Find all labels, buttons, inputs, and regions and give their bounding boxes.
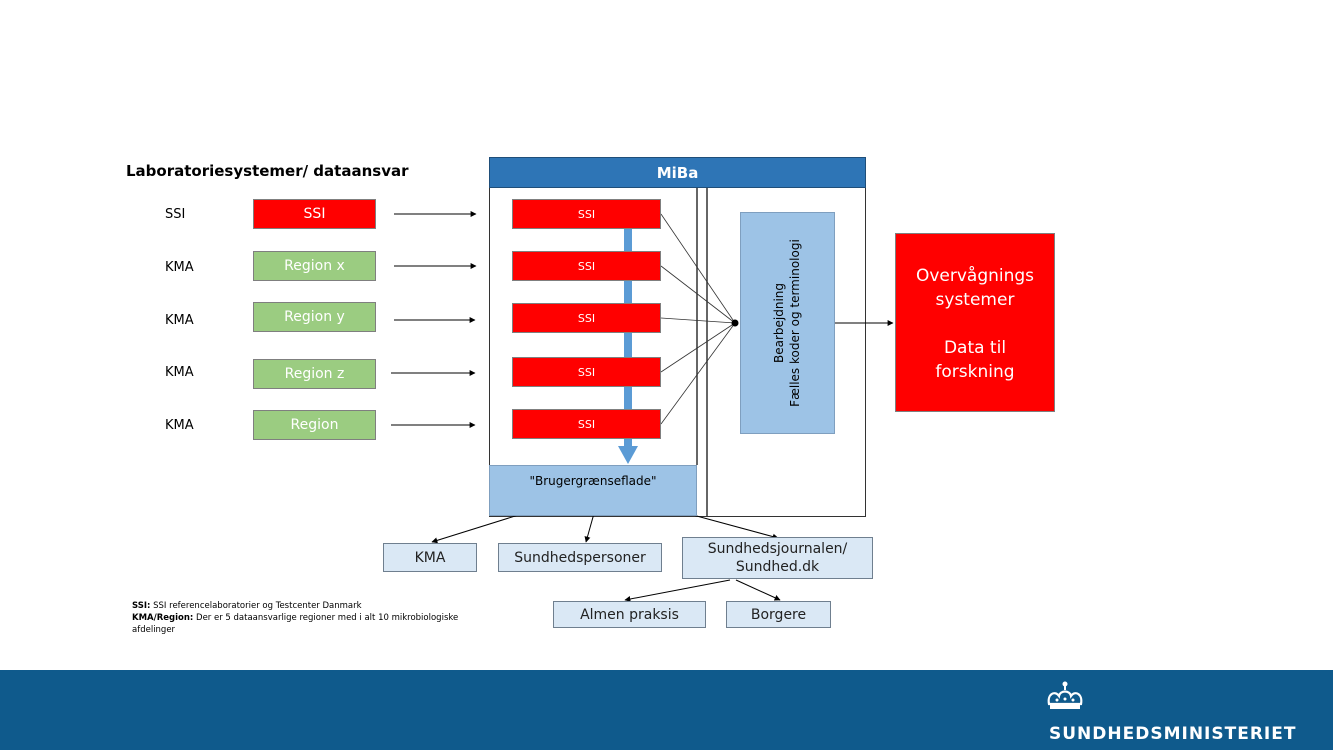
footnote-kma-text: Der er 5 dataansvarlige regioner med i a… — [132, 613, 459, 635]
miba-ssi-box-4: SSI — [512, 357, 661, 387]
output-sundhedsjournalen: Sundhedsjournalen/ Sundhed.dk — [682, 537, 873, 579]
row-label-kma-2: KMA — [165, 313, 194, 328]
row-label-kma-4: KMA — [165, 418, 194, 433]
overvaagning-line3: Data til — [943, 338, 1007, 358]
footnote-ssi-text: SSI referencelaboratorier og Testcenter … — [150, 601, 362, 611]
footnote-kma-key: KMA/Region: — [132, 613, 194, 623]
miba-ssi-box-5: SSI — [512, 409, 661, 439]
source-box-ssi: SSI — [253, 199, 376, 229]
footnote-ssi-key: SSI: — [132, 601, 151, 611]
row-label-ssi: SSI — [165, 207, 186, 222]
overvaagning-line1: Overvågnings — [915, 266, 1035, 286]
overvaagning-line2: systemer — [935, 290, 1015, 310]
row-label-kma-3: KMA — [165, 365, 194, 380]
footnote: SSI: SSI referencelaboratorier og Testce… — [132, 600, 472, 636]
bearbejdning-box — [740, 212, 835, 434]
source-box-region-z: Region z — [253, 359, 376, 389]
brand-name: SUNDHEDSMINISTERIET — [1049, 724, 1297, 744]
brugergraenseflade-box: "Brugergrænseflade" — [489, 465, 697, 516]
miba-ssi-box-1: SSI — [512, 199, 661, 229]
bearbejdning-label: Bearbejdning Fælles koder og terminologi — [771, 203, 803, 443]
brugergraenseflade-label: "Brugergrænseflade" — [529, 474, 657, 488]
footer-bar — [0, 670, 1333, 750]
source-box-region-y: Region y — [253, 302, 376, 332]
diagram-title: Laboratoriesystemer/ dataansvar — [126, 162, 409, 180]
output-almen-praksis: Almen praksis — [553, 601, 706, 628]
source-box-region-x: Region x — [253, 251, 376, 281]
overvaagning-line4: forskning — [935, 362, 1015, 382]
miba-header: MiBa — [489, 157, 866, 188]
bearbejdning-line2: Fælles koder og terminologi — [788, 239, 802, 407]
output-sundhedspersoner: Sundhedspersoner — [498, 543, 662, 572]
output-borgere: Borgere — [726, 601, 831, 628]
connector-lines — [391, 188, 894, 602]
output-kma: KMA — [383, 543, 477, 572]
overvaagning-box: Overvågnings systemer Data til forskning — [895, 233, 1055, 412]
miba-ssi-box-2: SSI — [512, 251, 661, 281]
row-label-kma-1: KMA — [165, 260, 194, 275]
source-box-region: Region — [253, 410, 376, 440]
bearbejdning-line1: Bearbejdning — [772, 283, 786, 364]
miba-ssi-box-3: SSI — [512, 303, 661, 333]
output-journal-line1: Sundhedsjournalen/ — [707, 541, 848, 557]
output-journal-line2: Sundhed.dk — [735, 559, 820, 575]
crown-icon — [1047, 681, 1083, 709]
